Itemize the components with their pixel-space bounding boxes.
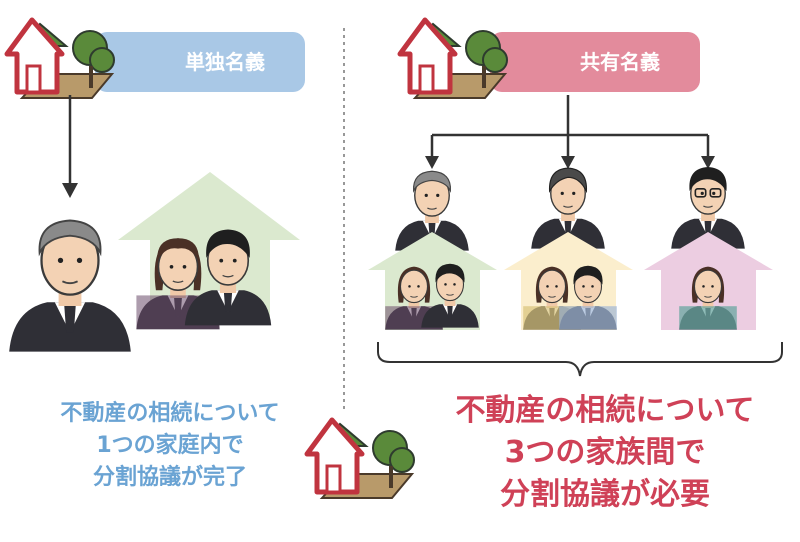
- left-grandpa-figure: [8, 219, 132, 353]
- right-badge: [490, 32, 700, 92]
- right-caption: 不動産の相続について 3つの家族間で 分割協議が必要: [425, 390, 785, 516]
- left-property-icon: [7, 20, 114, 98]
- left-badge: [95, 32, 305, 92]
- right-family3-woman: [678, 266, 738, 331]
- left-caption-line-3: 分割協議が完了: [92, 465, 247, 490]
- left-caption-line-1: 不動産の相続について: [60, 401, 280, 426]
- right-branch-arrows: [430, 95, 710, 158]
- right-house-yellow: [504, 232, 633, 330]
- right-family2-man: [558, 265, 618, 331]
- center-property-icon: [307, 420, 414, 498]
- right-property-icon: [400, 20, 507, 98]
- right-badge-label: 共有名義: [580, 50, 660, 74]
- right-brace: [377, 342, 783, 377]
- left-caption-line-2: 1つの家庭内で: [96, 433, 244, 458]
- right-man-glasses-figure: [670, 166, 746, 250]
- right-caption-line-3: 分割協議が必要: [500, 477, 710, 512]
- right-caption-line-1: 不動産の相続について: [455, 393, 755, 428]
- left-caption: 不動産の相続について 1つの家庭内で 分割協議が完了: [20, 398, 320, 494]
- right-caption-line-2: 3つの家族間で: [504, 435, 706, 470]
- left-badge-label: 単独名義: [185, 50, 265, 74]
